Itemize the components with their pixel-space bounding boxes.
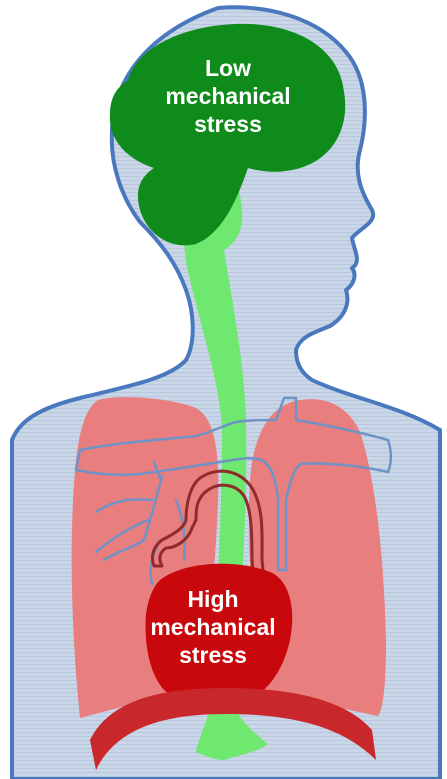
- heart-stress-label: High mechanical stress: [113, 585, 313, 669]
- heart-label-line-1: High: [113, 585, 313, 613]
- brain-label-line-3: stress: [128, 110, 328, 138]
- heart-label-line-2: mechanical: [113, 613, 313, 641]
- brain-label-line-1: Low: [128, 54, 328, 82]
- brain-stress-label: Low mechanical stress: [128, 54, 328, 138]
- brain-label-line-2: mechanical: [128, 82, 328, 110]
- heart-label-line-3: stress: [113, 641, 313, 669]
